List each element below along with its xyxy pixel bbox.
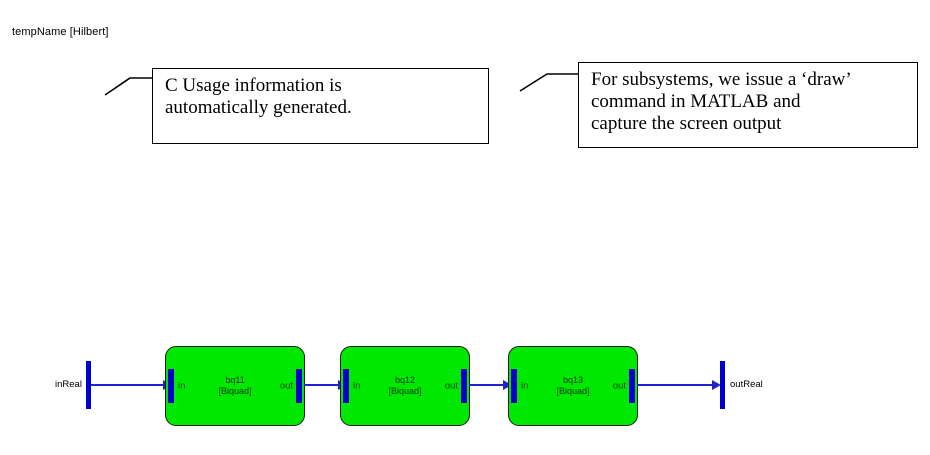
callout-line: capture the screen output [591, 113, 782, 135]
wire-bq13-to-out [637, 384, 717, 386]
callout-leader-line-1 [104, 77, 155, 96]
block-input-port-label: in [178, 380, 186, 392]
callout-c-usage: C Usage information is automatically gen… [152, 68, 489, 144]
block-output-port[interactable] [629, 369, 635, 403]
signal-row-imag: inImag in bq21 [Biquad] out in bq22 [Biq… [0, 339, 930, 419]
block-input-port[interactable] [343, 369, 349, 403]
block-input-port-label: in [353, 380, 361, 392]
page-title: tempName [Hilbert] [12, 26, 109, 38]
output-port-label-real: outReal [730, 379, 763, 390]
block-type-text: [Biquad] [388, 386, 422, 396]
block-label: bq12 [Biquad] [341, 375, 469, 398]
subsystem-block-bq12[interactable]: in bq12 [Biquad] out [340, 346, 470, 426]
callout-line: command in MATLAB and [591, 91, 801, 113]
block-output-port-label: out [612, 380, 626, 392]
callout-leader-line-2 [519, 73, 578, 92]
block-type-text: [Biquad] [556, 386, 590, 396]
block-name-text: bq11 [225, 374, 245, 385]
input-port-bar-real[interactable] [86, 361, 91, 409]
block-input-port[interactable] [168, 369, 174, 403]
wire-bq12-to-bq13 [469, 384, 507, 386]
block-input-port[interactable] [511, 369, 517, 403]
block-name-text: bq13 [562, 374, 584, 385]
block-name-text: bq12 [394, 374, 416, 385]
output-port-bar-real[interactable] [720, 361, 725, 409]
arrow-head [503, 380, 512, 390]
block-label: bq11 [Biquad] [166, 375, 304, 398]
block-label: bq13 [Biquad] [509, 375, 637, 398]
arrow-head [712, 380, 721, 390]
block-output-port-label: out [279, 380, 293, 392]
subsystem-block-bq11[interactable]: in bq11 [Biquad] out [165, 346, 305, 426]
block-output-port[interactable] [461, 369, 467, 403]
block-type-text: [Biquad] [218, 386, 252, 396]
callout-line: For subsystems, we issue a ‘draw’ [591, 69, 852, 90]
block-output-port[interactable] [296, 369, 302, 403]
wire-in-to-bq11 [91, 384, 165, 386]
callout-subsystem-draw: For subsystems, we issue a ‘draw’ comman… [578, 62, 918, 148]
callout-line: C Usage information is [165, 75, 342, 96]
input-port-label-real: inReal [55, 379, 82, 390]
signal-row-real: inReal in bq11 [Biquad] out in bq12 [Biq… [0, 173, 930, 426]
subsystem-block-bq13[interactable]: in bq13 [Biquad] out [508, 346, 638, 426]
block-output-port-label: out [444, 380, 458, 392]
block-input-port-label: in [521, 380, 529, 392]
callout-line: automatically generated. [165, 97, 352, 119]
wire-bq11-to-bq12 [304, 384, 342, 386]
